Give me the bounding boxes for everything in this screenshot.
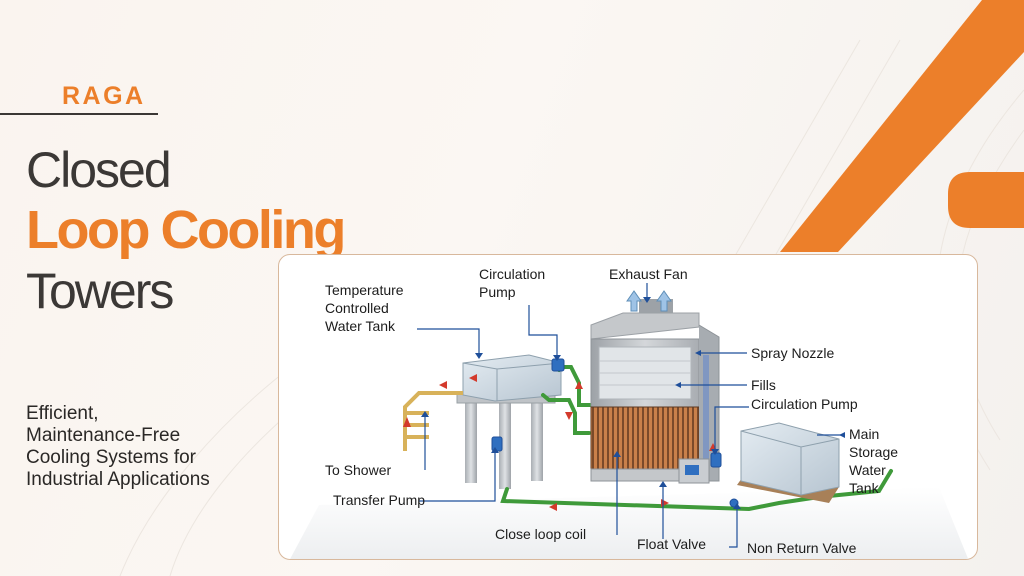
fan-exhaust-arrows	[626, 290, 672, 312]
brand-logo: RAGA	[62, 82, 146, 110]
cooling-tower-diagram-card: Temperature Controlled Water Tank Circul…	[278, 254, 978, 560]
leader-arrowheads	[421, 297, 845, 509]
shower-pipe-manifold	[403, 391, 463, 451]
float-valve-box	[678, 458, 710, 484]
label-close-loop-coil: Close loop coil	[495, 526, 587, 542]
label-fills: Fills	[751, 377, 776, 393]
label-float-valve: Float Valve	[637, 536, 706, 552]
label-to-shower: To Shower	[325, 462, 392, 478]
tagline-line-4: Industrial Applications	[26, 469, 210, 490]
tagline-line-2: Maintenance-Free	[26, 425, 181, 446]
label-circulation-pump-top: Circulation Pump	[479, 266, 546, 300]
main-storage-water-tank	[737, 422, 840, 503]
cooling-tower-diagram	[290, 283, 969, 559]
label-circulation-pump-right: Circulation Pump	[751, 396, 858, 412]
label-main-storage-water-tank: Main Storage Water Tank	[849, 426, 899, 496]
orange-diagonal-band	[780, 0, 1024, 252]
leader-lines	[417, 283, 843, 548]
orange-rounded-tab	[948, 172, 1024, 228]
title-line-1: Closed	[26, 142, 172, 198]
page-title: Closed Loop Cooling Towers	[26, 142, 346, 320]
label-temperature-controlled-water-tank: Temperature Controlled Water Tank	[325, 282, 404, 334]
brand-underline	[0, 113, 158, 115]
cooling-tower	[590, 299, 720, 482]
label-non-return-valve: Non Return Valve	[747, 540, 857, 556]
title-line-2-accent: Loop Cooling	[26, 200, 346, 260]
label-spray-nozzle: Spray Nozzle	[751, 345, 835, 361]
tagline: Efficient, Maintenance-Free Cooling Syst…	[26, 403, 276, 491]
tagline-line-1: Efficient,	[26, 403, 99, 424]
label-exhaust-fan: Exhaust Fan	[609, 266, 688, 282]
label-transfer-pump: Transfer Pump	[333, 492, 426, 508]
floor	[290, 487, 969, 559]
title-line-3: Towers	[26, 263, 174, 319]
temperature-controlled-water-tank	[456, 354, 562, 489]
tagline-line-3: Cooling Systems for	[26, 447, 197, 468]
